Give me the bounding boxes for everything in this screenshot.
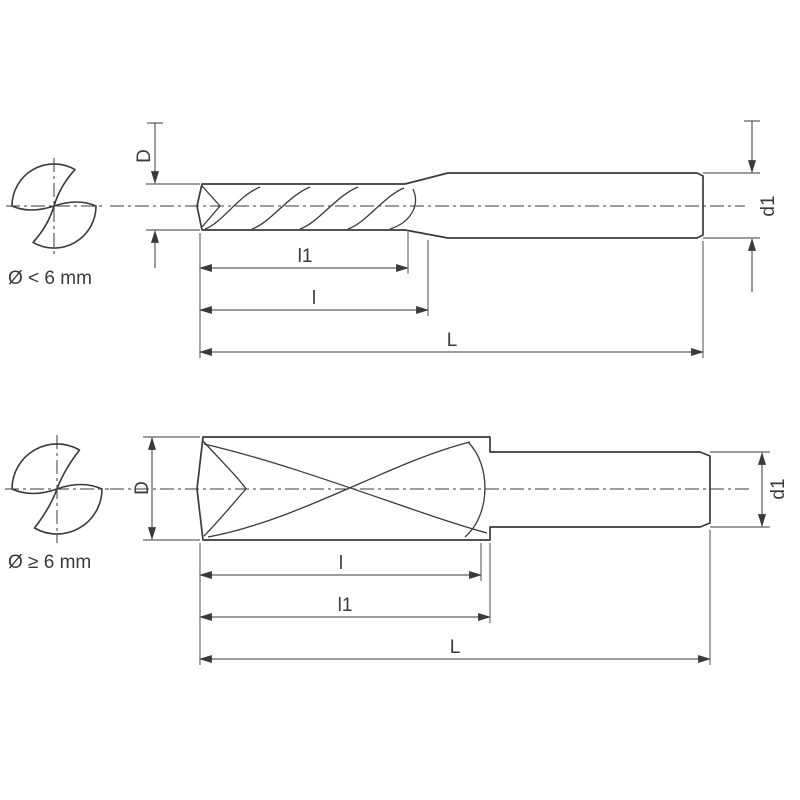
bottom-dim-l: l — [198, 543, 483, 665]
top-dim-D: D — [134, 122, 200, 268]
top-side-view — [110, 172, 745, 239]
dim-label-l: l — [312, 288, 316, 309]
bottom-size-label: Ø ≥ 6 mm — [8, 552, 91, 573]
flute-runout — [464, 441, 486, 538]
cutter-blade — [32, 201, 97, 249]
cutter-outline — [196, 436, 711, 541]
cutter-blade — [11, 163, 76, 211]
flute-helix — [207, 441, 471, 538]
top-end-view — [6, 158, 102, 254]
flute-runout — [389, 188, 417, 230]
dim-label-l1: l1 — [298, 246, 313, 267]
end-teeth — [201, 185, 221, 228]
dim-label-L: L — [450, 637, 461, 658]
bottom-dim-l1: l1 — [198, 543, 492, 623]
bottom-side-view — [110, 436, 750, 541]
dim-label-l1: l1 — [338, 595, 353, 616]
flute-helix — [204, 186, 261, 230]
cutter-blade — [11, 443, 81, 495]
flute-helix — [347, 187, 405, 230]
top-diagram: Ø < 6 mm D d1 — [6, 120, 779, 358]
top-dim-L: L — [198, 241, 705, 358]
top-dim-d1: d1 — [703, 120, 779, 292]
dim-label-D: D — [134, 149, 155, 163]
bottom-dim-L: L — [198, 530, 712, 665]
dim-label-d1: d1 — [768, 478, 789, 499]
dim-label-l: l — [339, 553, 343, 574]
bottom-dim-D: D — [132, 436, 200, 541]
end-teeth — [202, 440, 247, 490]
flute-helix — [203, 443, 488, 534]
dim-label-D: D — [132, 481, 153, 495]
dim-label-d1: d1 — [758, 195, 779, 216]
dim-label-L: L — [447, 330, 458, 351]
top-size-label: Ø < 6 mm — [8, 268, 92, 289]
top-dim-l1: l1 — [198, 232, 410, 358]
end-teeth — [203, 488, 247, 537]
bottom-dim-d1: d1 — [710, 451, 789, 528]
bottom-end-view — [5, 435, 109, 543]
cutter-blade — [33, 483, 103, 535]
flute-helix — [251, 186, 311, 230]
bottom-diagram: Ø ≥ 6 mm D d1 — [5, 435, 789, 665]
top-dim-l: l — [198, 240, 430, 316]
cutter-outline — [196, 172, 704, 239]
flute-helix — [299, 186, 359, 230]
